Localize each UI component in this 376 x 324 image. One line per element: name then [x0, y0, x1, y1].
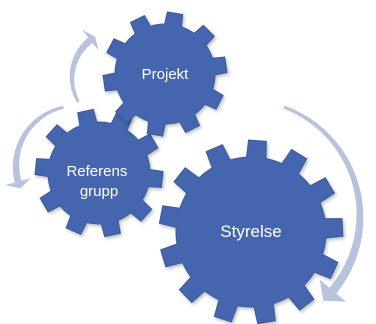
- arrow-right-head: [319, 279, 346, 302]
- arrow-top-left-body: [69, 37, 93, 103]
- arrow-left-body: [12, 105, 64, 183]
- gear-referensgrupp: Referens grupp: [34, 108, 164, 238]
- gear-referensgrupp-shape: [34, 108, 164, 238]
- gear-styrelse-label-line-1: Styrelse: [220, 222, 281, 241]
- gear-projekt: Projekt: [102, 11, 228, 137]
- gear-referensgrupp-label-line-2: grupp: [80, 183, 118, 200]
- arrow-right-body: [283, 105, 364, 294]
- gear-styrelse: Styrelse: [158, 139, 344, 324]
- gear-styrelse-shape: [158, 139, 344, 324]
- gear-referensgrupp-label: Referens grupp: [66, 163, 131, 200]
- gear-projekt-shape: [102, 11, 228, 137]
- gear-styrelse-label: Styrelse: [220, 222, 281, 241]
- cycle-arrows: [5, 29, 364, 302]
- gear-projekt-label-line-1: Projekt: [142, 66, 190, 83]
- arrow-left-head: [5, 178, 31, 189]
- arrow-top-left-head: [82, 29, 99, 51]
- gear-projekt-label: Projekt: [142, 66, 190, 83]
- gear-referensgrupp-label-line-1: Referens: [66, 163, 127, 180]
